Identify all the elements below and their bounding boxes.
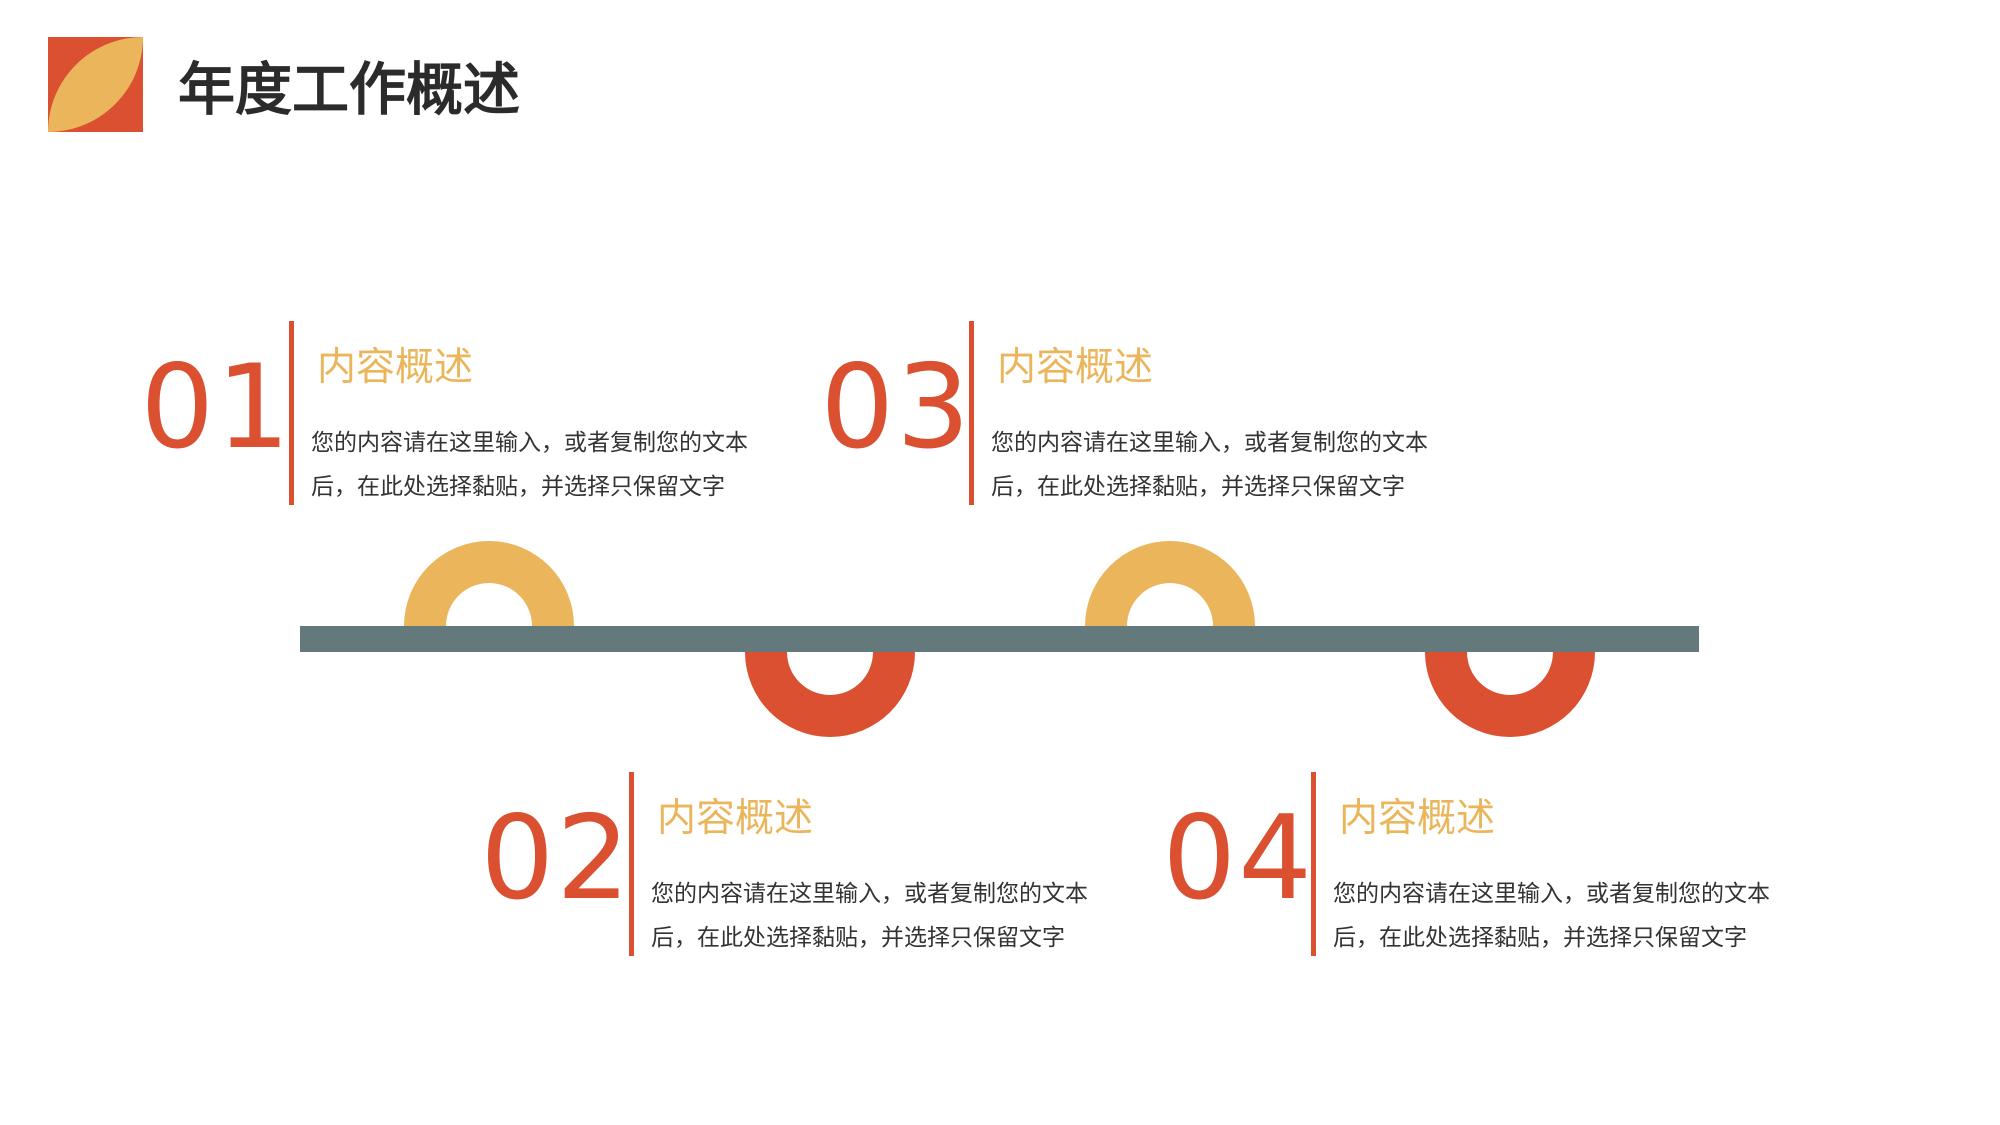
item-number: 03 (820, 340, 972, 475)
item-body-line-1: 您的内容请在这里输入，或者复制您的文本 (651, 881, 1088, 907)
item-body-line-1: 您的内容请在这里输入，或者复制您的文本 (991, 430, 1428, 456)
item-body: 您的内容请在这里输入，或者复制您的文本 后，在此处选择黏贴，并选择只保留文字 (651, 872, 1171, 960)
content-block-01: 01 内容概述 您的内容请在这里输入，或者复制您的文本 后，在此处选择黏贴，并选… (140, 321, 929, 511)
item-body: 您的内容请在这里输入，或者复制您的文本 后，在此处选择黏贴，并选择只保留文字 (991, 421, 1511, 509)
item-body-line-1: 您的内容请在这里输入，或者复制您的文本 (311, 430, 748, 456)
item-heading: 内容概述 (657, 796, 814, 841)
item-body-line-2: 后，在此处选择黏贴，并选择只保留文字 (1333, 925, 1747, 951)
divider-line (1311, 772, 1316, 956)
divider-line (969, 321, 974, 505)
item-heading: 内容概述 (997, 345, 1154, 390)
content-block-04: 04 内容概述 您的内容请在这里输入，或者复制您的文本 后，在此处选择黏贴，并选… (1162, 772, 1951, 962)
item-number: 02 (480, 791, 632, 926)
item-number: 04 (1162, 791, 1314, 926)
timeline-bar (300, 626, 1699, 652)
divider-line (289, 321, 294, 505)
content-block-03: 03 内容概述 您的内容请在这里输入，或者复制您的文本 后，在此处选择黏贴，并选… (820, 321, 1609, 511)
timeline-arch-3 (1085, 541, 1255, 626)
content-block-02: 02 内容概述 您的内容请在这里输入，或者复制您的文本 后，在此处选择黏贴，并选… (480, 772, 1269, 962)
timeline-arch-1 (404, 541, 574, 626)
item-body: 您的内容请在这里输入，或者复制您的文本 后，在此处选择黏贴，并选择只保留文字 (1333, 872, 1853, 960)
timeline-arch-4 (1425, 652, 1595, 737)
item-heading: 内容概述 (317, 345, 474, 390)
item-number: 01 (140, 340, 292, 475)
page-title: 年度工作概述 (178, 57, 520, 123)
item-heading: 内容概述 (1339, 796, 1496, 841)
item-body-line-2: 后，在此处选择黏贴，并选择只保留文字 (651, 925, 1065, 951)
item-body-line-2: 后，在此处选择黏贴，并选择只保留文字 (991, 474, 1405, 500)
divider-line (629, 772, 634, 956)
item-body: 您的内容请在这里输入，或者复制您的文本 后，在此处选择黏贴，并选择只保留文字 (311, 421, 831, 509)
item-body-line-2: 后，在此处选择黏贴，并选择只保留文字 (311, 474, 725, 500)
leaf-logo-icon (48, 37, 143, 132)
timeline-arch-2 (745, 652, 915, 737)
item-body-line-1: 您的内容请在这里输入，或者复制您的文本 (1333, 881, 1770, 907)
